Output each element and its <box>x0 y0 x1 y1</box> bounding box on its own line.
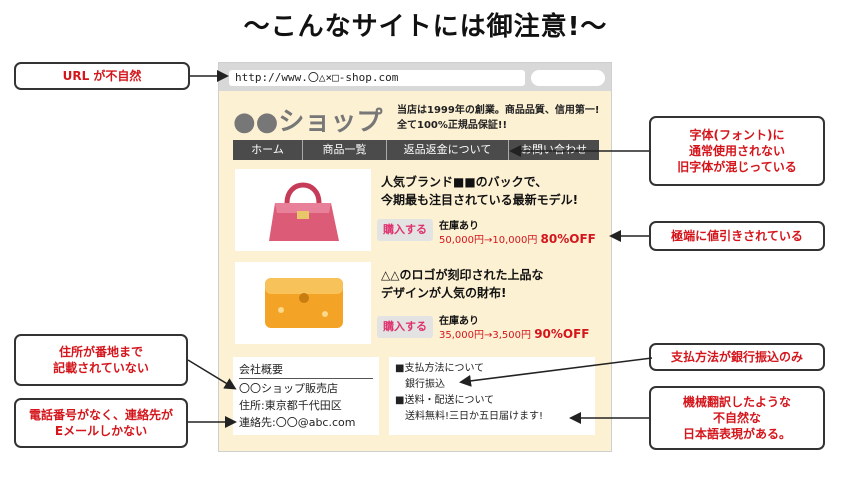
shipping-heading: ■送料・配送について <box>395 395 495 406</box>
buy-button[interactable]: 購入する <box>377 219 433 241</box>
price-text: 50,000円→10,000円 <box>439 235 538 246</box>
callout-payment: 支払方法が銀行振込のみ <box>649 343 825 371</box>
callout-address: 住所が番地まで 記載されていない <box>14 334 188 386</box>
company-address: 住所:東京都千代田区 <box>239 399 342 412</box>
product-title-line1: 人気ブランド■■のバックで、 <box>381 175 548 189</box>
price-label: 50,000円→10,000円 80%OFF <box>439 231 596 246</box>
product-title-line2: 今期最も注目されている最新モデル! <box>381 193 579 207</box>
nav-returns[interactable]: 返品返金について <box>387 140 509 160</box>
callout-phone-line2: Eメールしかない <box>54 424 148 438</box>
callout-font-line1: 字体(フォント)に <box>689 128 785 142</box>
url-field[interactable]: http://www.〇△×□-shop.com <box>229 70 525 86</box>
shop-description: 当店は1999年の創業。商品品質、信用第一!全て100%正規品保証!! <box>397 105 600 131</box>
wallet-image[interactable] <box>235 262 371 344</box>
callout-translation-line3: 日本語表現がある。 <box>682 427 791 441</box>
product-title-line1: △△のロゴが刻印された上品な <box>381 268 544 282</box>
callout-translation-line2: 不自然な <box>712 411 761 425</box>
shop-logo: ●●ショップ <box>233 107 383 137</box>
browser-search-box[interactable] <box>531 70 605 86</box>
callout-phone-line1: 電話番号がなく、連絡先が <box>28 408 173 422</box>
handbag-image[interactable] <box>235 169 371 251</box>
callout-translation: 機械翻訳したような 不自然な 日本語表現がある。 <box>649 386 825 450</box>
company-info: 会社概要 〇〇ショップ販売店 住所:東京都千代田区 連絡先:〇〇@abc.com <box>233 357 379 435</box>
discount-text: 90%OFF <box>534 327 590 341</box>
shipping-note: 送料無料!三日か五日届けます! <box>405 411 544 422</box>
wallet-icon <box>265 278 343 328</box>
handbag-icon <box>269 182 339 241</box>
payment-info: ■支払方法について 銀行振込 ■送料・配送について 送料無料!三日か五日届けます… <box>389 357 595 435</box>
page-title: 〜こんなサイトには御注意!〜 <box>243 12 608 42</box>
site-nav: ホーム 商品一覧 返品返金について お問い合わせ <box>233 140 599 160</box>
callout-discount: 極端に値引きされている <box>649 221 825 251</box>
callout-translation-line1: 機械翻訳したような <box>682 395 791 409</box>
callout-font: 字体(フォント)に 通常使用されない 旧字体が混じっている <box>649 116 825 186</box>
product-title: 人気ブランド■■のバックで、 今期最も注目されている最新モデル! <box>381 173 611 209</box>
price-text: 35,000円→3,500円 <box>439 330 531 341</box>
price-label: 35,000円→3,500円 90%OFF <box>439 326 590 341</box>
callout-url: URL が不自然 <box>14 62 190 90</box>
callout-phone: 電話番号がなく、連絡先が Eメールしかない <box>14 398 188 448</box>
discount-text: 80%OFF <box>540 232 596 246</box>
nav-home[interactable]: ホーム <box>233 140 303 160</box>
company-contact[interactable]: 連絡先:〇〇@abc.com <box>239 416 356 429</box>
stock-status: 在庫あり <box>439 221 479 232</box>
browser-window: http://www.〇△×□-shop.com ●●ショップ 当店は1999年… <box>218 62 612 452</box>
callout-address-line2: 記載されていない <box>53 361 149 375</box>
payment-heading: ■支払方法について <box>395 363 485 374</box>
callout-address-line1: 住所が番地まで <box>58 345 143 359</box>
arrow-address <box>187 359 237 390</box>
product-title: △△のロゴが刻印された上品な デザインが人気の財布! <box>381 266 611 302</box>
callout-font-line3: 旧字体が混じっている <box>677 160 797 174</box>
buy-button[interactable]: 購入する <box>377 316 433 338</box>
payment-method: 銀行振込 <box>405 379 445 390</box>
arrow-payment <box>459 357 653 387</box>
browser-address-bar: http://www.〇△×□-shop.com <box>219 63 611 91</box>
company-name: 〇〇ショップ販売店 <box>239 382 338 395</box>
callout-font-line2: 通常使用されない <box>688 144 785 158</box>
nav-contact[interactable]: お問い合わせ <box>521 143 587 156</box>
product-item: 人気ブランド■■のバックで、 今期最も注目されている最新モデル! 購入する 在庫… <box>233 169 599 251</box>
company-heading: 会社概要 <box>239 361 373 379</box>
stock-status: 在庫あり <box>439 316 479 327</box>
product-title-line2: デザインが人気の財布! <box>381 286 507 300</box>
product-item: △△のロゴが刻印された上品な デザインが人気の財布! 購入する 在庫あり 35,… <box>233 262 599 344</box>
nav-products[interactable]: 商品一覧 <box>303 140 387 160</box>
